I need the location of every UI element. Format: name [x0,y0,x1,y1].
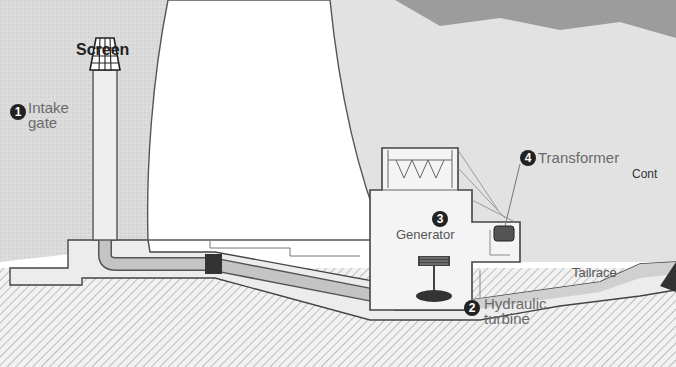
callout-number: 3 [432,211,448,227]
crane [382,150,458,190]
powerhouse [370,148,520,310]
dam-step [210,240,360,256]
wires [458,150,515,222]
callout-number: 4 [520,150,536,166]
penstock-gate [205,254,222,274]
shaft [433,266,435,290]
leader-line [505,164,520,226]
intake-tower [93,70,117,240]
part-label: Intake gate [28,100,84,130]
callout-number: 2 [464,300,480,316]
part-label: Hydraulic turbine [484,296,554,326]
dam-body [148,0,385,240]
part-label: Transformer [538,150,676,165]
outlet-structure [660,262,676,292]
turbine-symbol [416,290,452,302]
part-label: Screen [76,42,146,58]
penstock [105,235,398,300]
part-label: Generator [396,228,476,241]
generator-symbol [418,256,450,266]
part-label: Tailrace [572,266,642,279]
mountain [395,0,676,38]
part-label: Cont [632,168,676,180]
transformer-symbol [494,226,514,241]
penstock-outline [105,235,398,300]
callout-number: 1 [10,104,26,120]
reservoir [0,0,168,262]
